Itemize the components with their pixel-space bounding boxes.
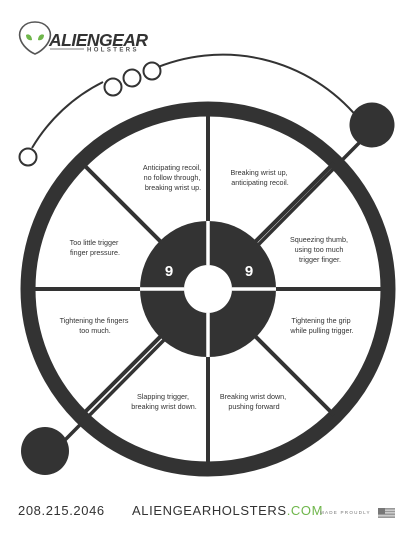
- segment-right-upper: Squeezing thumb, using too much trigger …: [290, 235, 350, 264]
- segment-left-upper: Too little trigger finger pressure.: [70, 238, 121, 257]
- segment-upper-left: Anticipating recoil, no follow through, …: [143, 163, 203, 192]
- orbit-decoration: [18, 53, 395, 475]
- segment-lower-left: Slapping trigger, breaking wrist down.: [131, 392, 197, 411]
- segment-left-lower: Tightening the fingers too much.: [60, 316, 131, 335]
- made-proudly-label: MADE PROUDLY: [320, 510, 371, 515]
- segment-right-lower: Tightening the grip while pulling trigge…: [289, 316, 353, 335]
- segment-lower-right: Breaking wrist down, pushing forward: [220, 392, 288, 411]
- website-link[interactable]: ALIENGEARHOLSTERS.COM: [132, 503, 323, 518]
- ring-number-right: 9: [245, 263, 253, 280]
- logo-subtext: HOLSTERS: [87, 48, 139, 54]
- alien-head-icon: [18, 21, 52, 55]
- website-tld: .COM: [286, 503, 324, 518]
- alien-gear-logo: ALIENGEAR HOLSTERS: [18, 21, 149, 55]
- inner-ring: 9 9: [140, 221, 276, 357]
- segment-upper-right: Breaking wrist up, anticipating recoil.: [230, 168, 289, 187]
- outer-ring: [20, 101, 396, 477]
- us-flag-icon: [378, 508, 395, 518]
- website-main: ALIENGEARHOLSTERS: [132, 503, 287, 518]
- ring-number-left: 9: [165, 263, 173, 280]
- phone-number: 208.215.2046: [18, 503, 105, 518]
- logo-text: ALIENGEAR: [48, 30, 148, 50]
